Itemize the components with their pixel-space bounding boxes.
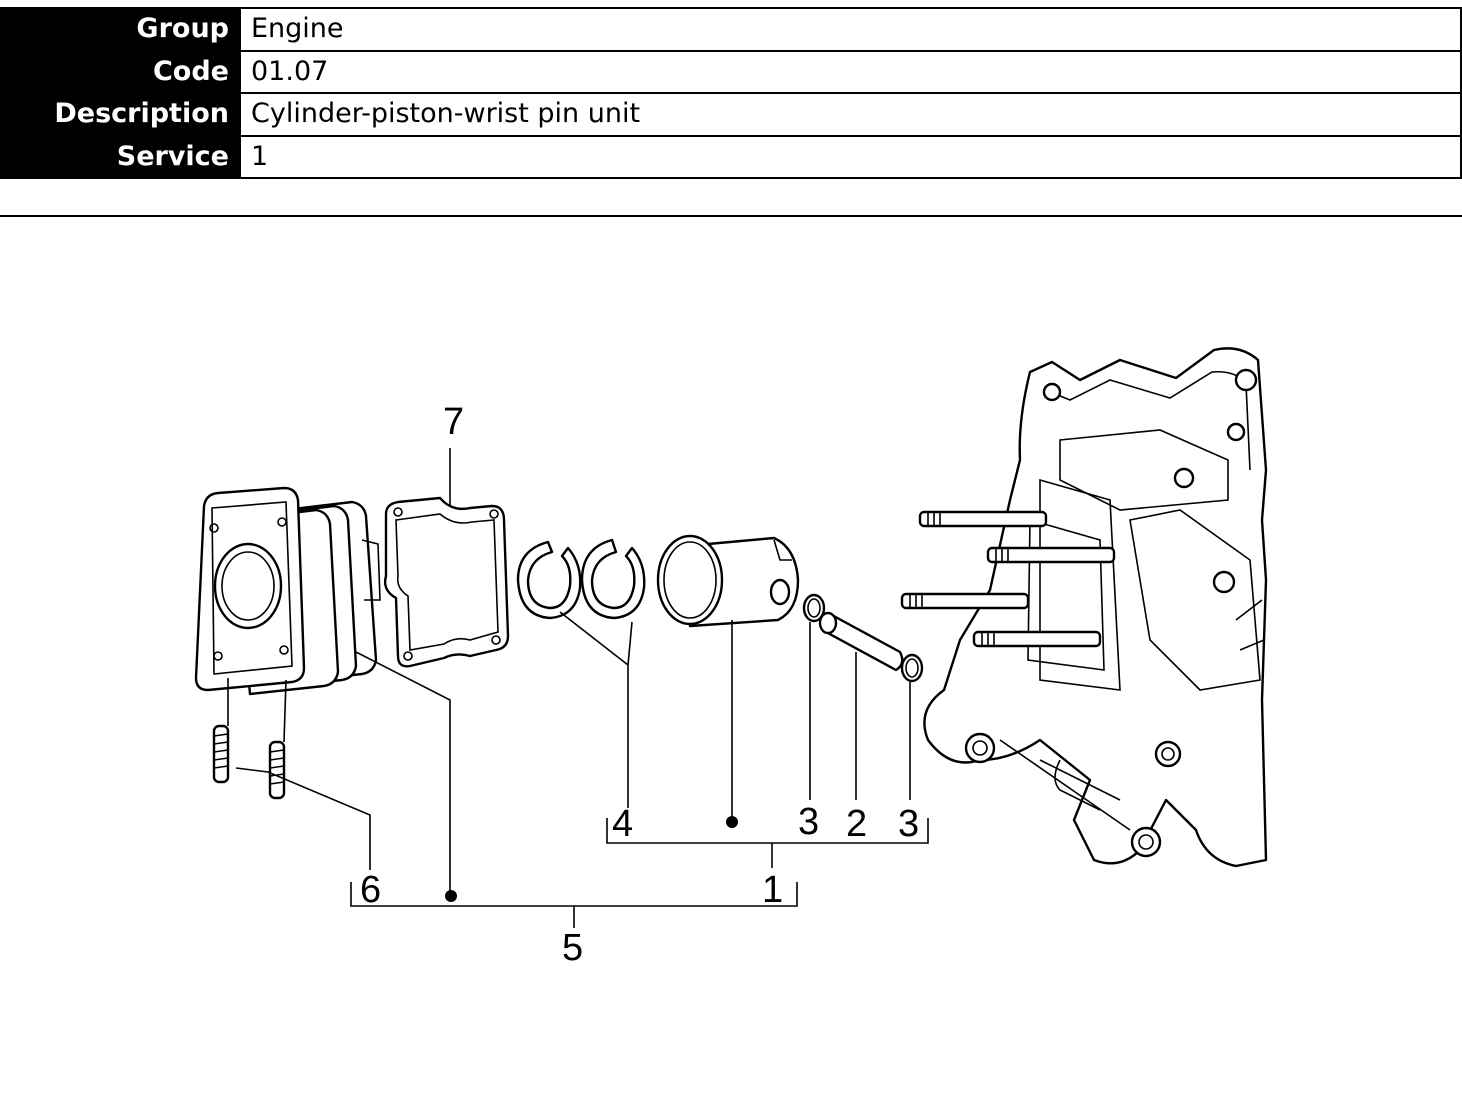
wrist-pin-part (818, 611, 904, 672)
leader-lines (227, 448, 929, 928)
callout-4: 4 (612, 803, 633, 845)
gasket-part (383, 496, 510, 668)
info-value-service: 1 (239, 136, 1462, 177)
info-label-group: Group (0, 9, 239, 50)
info-row-group: Group Engine (0, 7, 1462, 50)
stud-right-part (268, 740, 286, 800)
crankcase-part (900, 347, 1268, 868)
exploded-parts-diagram: 7 4 3 2 3 1 6 5 (0, 220, 1462, 1110)
stud-left-part (212, 724, 230, 784)
info-value-code: 01.07 (239, 51, 1462, 92)
info-row-code: Code 01.07 (0, 49, 1462, 92)
header-separator (0, 215, 1462, 217)
cylinder-part (194, 486, 381, 696)
callout-6: 6 (360, 869, 381, 911)
circlip-right-part (900, 653, 924, 683)
info-value-description: Cylinder-piston-wrist pin unit (239, 94, 1462, 135)
info-row-description: Description Cylinder-piston-wrist pin un… (0, 92, 1462, 135)
group5-dot-marker (445, 890, 457, 902)
info-label-description: Description (0, 94, 239, 135)
callout-3-right: 3 (898, 803, 919, 845)
callout-2: 2 (846, 803, 867, 845)
callout-1: 1 (762, 869, 783, 911)
piston-rings-part (516, 538, 646, 620)
circlip-left-part (802, 593, 826, 623)
callout-7: 7 (443, 401, 464, 443)
info-label-code: Code (0, 51, 239, 92)
info-table: Group Engine Code 01.07 Description Cyli… (0, 7, 1462, 179)
info-label-service: Service (0, 136, 239, 177)
callout-5: 5 (562, 927, 583, 969)
info-value-group: Engine (239, 9, 1462, 50)
info-row-service: Service 1 (0, 134, 1462, 179)
callout-3-left: 3 (798, 801, 819, 843)
group1-dot-marker (726, 816, 738, 828)
diagram-svg: 7 4 3 2 3 1 6 5 (194, 347, 1268, 969)
piston-part (656, 534, 800, 628)
